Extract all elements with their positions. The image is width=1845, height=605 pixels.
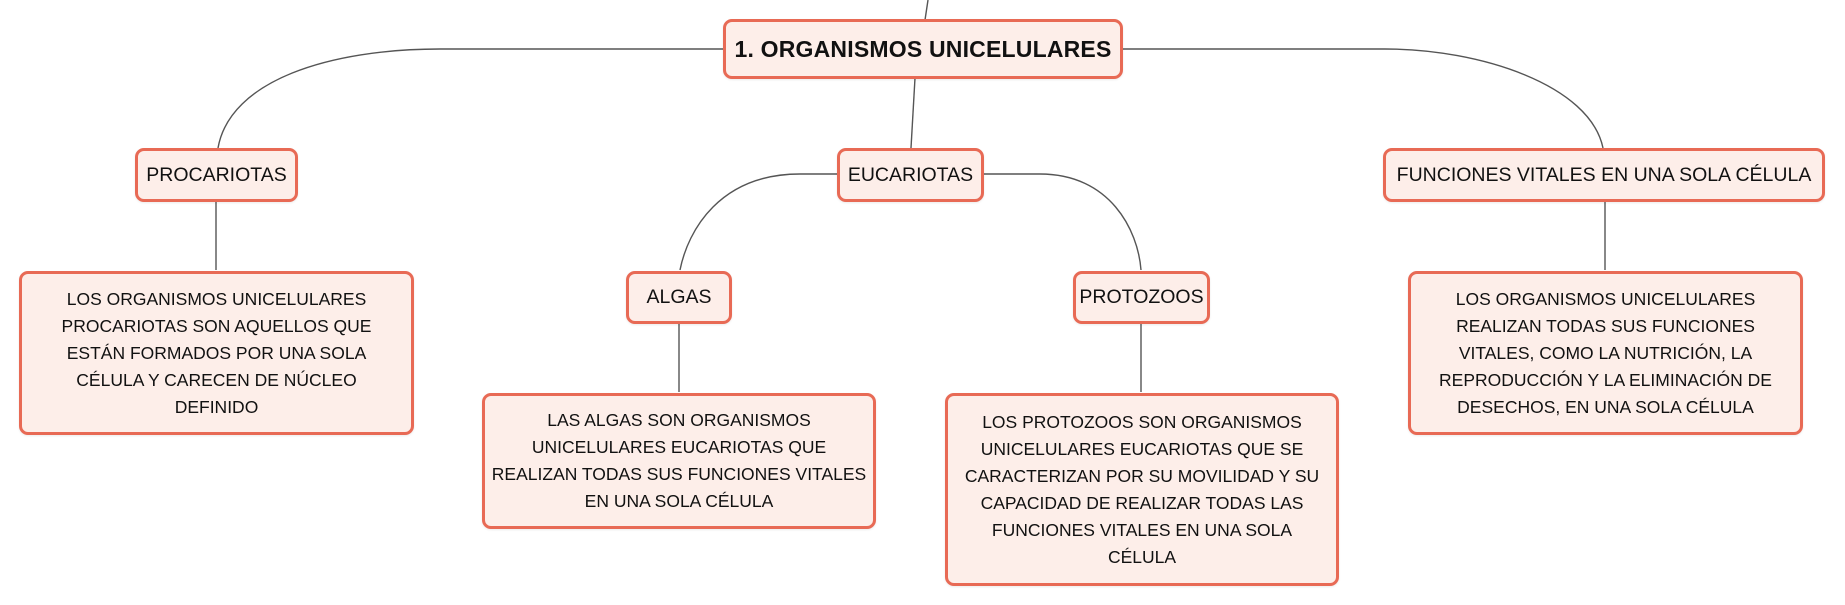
procariotas-desc-text: LOS ORGANISMOS UNICELULARES PROCARIOTAS … <box>61 288 372 417</box>
branch-procariotas[interactable]: PROCARIOTAS <box>135 148 298 202</box>
branch-protozoos[interactable]: PROTOZOOS <box>1073 271 1210 324</box>
root-label: 1. ORGANISMOS UNICELULARES <box>734 35 1112 62</box>
procariotas-label: PROCARIOTAS <box>146 163 287 186</box>
connector-eucariotas-protozoos <box>984 173 1142 271</box>
leaf-algas-desc[interactable]: LAS ALGAS SON ORGANISMOS UNICELULARES EU… <box>482 393 876 529</box>
root-node[interactable]: 1. ORGANISMOS UNICELULARES <box>723 19 1123 79</box>
connector-root-eucariotas <box>910 77 916 149</box>
funciones-desc-text: LOS ORGANISMOS UNICELULARES REALIZAN TOD… <box>1439 288 1772 417</box>
protozoos-label: PROTOZOOS <box>1079 286 1204 308</box>
leaf-procariotas-desc[interactable]: LOS ORGANISMOS UNICELULARES PROCARIOTAS … <box>19 271 414 435</box>
connector-root-procariotas <box>217 48 726 149</box>
connector-eucariotas-algas <box>679 173 838 271</box>
protozoos-desc-text: LOS PROTOZOOS SON ORGANISMOS UNICELULARE… <box>964 411 1320 567</box>
branch-eucariotas[interactable]: EUCARIOTAS <box>837 148 984 202</box>
leaf-funciones-desc[interactable]: LOS ORGANISMOS UNICELULARES REALIZAN TOD… <box>1408 271 1803 435</box>
eucariotas-label: EUCARIOTAS <box>847 163 974 186</box>
connector-root-parent <box>924 0 929 21</box>
connector-root-funciones <box>1122 48 1604 149</box>
leaf-protozoos-desc[interactable]: LOS PROTOZOOS SON ORGANISMOS UNICELULARE… <box>945 393 1339 586</box>
branch-algas[interactable]: ALGAS <box>626 271 732 324</box>
funciones-label: FUNCIONES VITALES EN UNA SOLA CÉLULA <box>1396 163 1812 186</box>
algas-label: ALGAS <box>646 286 712 308</box>
branch-funciones[interactable]: FUNCIONES VITALES EN UNA SOLA CÉLULA <box>1383 148 1825 202</box>
algas-desc-text: LAS ALGAS SON ORGANISMOS UNICELULARES EU… <box>491 410 867 511</box>
